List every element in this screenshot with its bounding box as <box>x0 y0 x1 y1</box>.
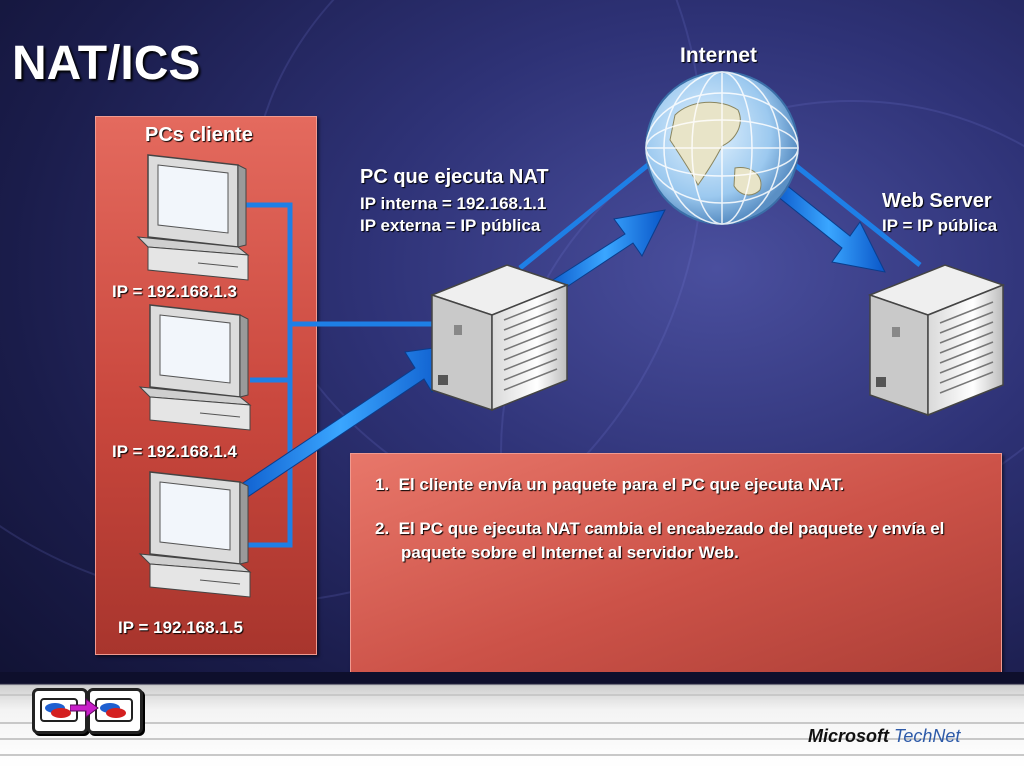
footer-stripe <box>0 694 1024 696</box>
client-computer-icon <box>136 154 250 281</box>
previous-slide-icon <box>40 698 78 722</box>
footer-bar <box>0 672 1024 768</box>
step-item: 2. El PC que ejecuta NAT cambia el encab… <box>375 517 975 565</box>
nat-pc-title: PC que ejecuta NAT <box>360 166 549 188</box>
brand-technet: TechNet <box>894 726 961 746</box>
web-server-title: Web Server <box>882 190 992 212</box>
client-group-label: PCs cliente <box>145 124 253 146</box>
nat-internal-ip: IP interna = 192.168.1.1 <box>360 194 547 213</box>
technet-logo: Microsoft TechNet <box>808 726 960 747</box>
web-server-icon <box>867 264 1006 417</box>
nat-external-ip: IP externa = IP pública <box>360 216 541 235</box>
step-text: El cliente envía un paquete para el PC q… <box>398 475 845 494</box>
brand-microsoft: Microsoft <box>808 726 889 746</box>
steps-panel <box>350 453 1002 712</box>
footer-stripe <box>0 722 1024 724</box>
step-item: 1. El cliente envía un paquete para el P… <box>375 473 975 497</box>
packet-arrow-internet-to-webserver <box>771 179 886 273</box>
internet-label: Internet <box>680 44 758 67</box>
next-slide-button[interactable] <box>87 688 143 734</box>
page-title: NAT/ICS <box>12 37 201 90</box>
step-number: 2. <box>375 519 390 538</box>
step-number: 1. <box>375 475 390 494</box>
lan-wires <box>230 163 922 548</box>
client-computer-icon <box>138 304 252 431</box>
footer-stripe <box>0 738 1024 740</box>
client-ip-label: IP = 192.168.1.3 <box>112 282 237 301</box>
arrow-right-icon <box>70 698 99 718</box>
steps-list: 1. El cliente envía un paquete para el P… <box>375 473 975 585</box>
client-ip-label: IP = 192.168.1.5 <box>118 618 243 637</box>
client-computer-icon <box>138 471 252 598</box>
web-server-ip: IP = IP pública <box>882 216 998 235</box>
step-text: El PC que ejecuta NAT cambia el encabeza… <box>398 519 945 562</box>
footer-stripe <box>0 754 1024 756</box>
nat-server-icon <box>429 264 570 412</box>
client-ip-label: IP = 192.168.1.4 <box>112 442 237 461</box>
internet-globe-icon <box>645 71 799 225</box>
